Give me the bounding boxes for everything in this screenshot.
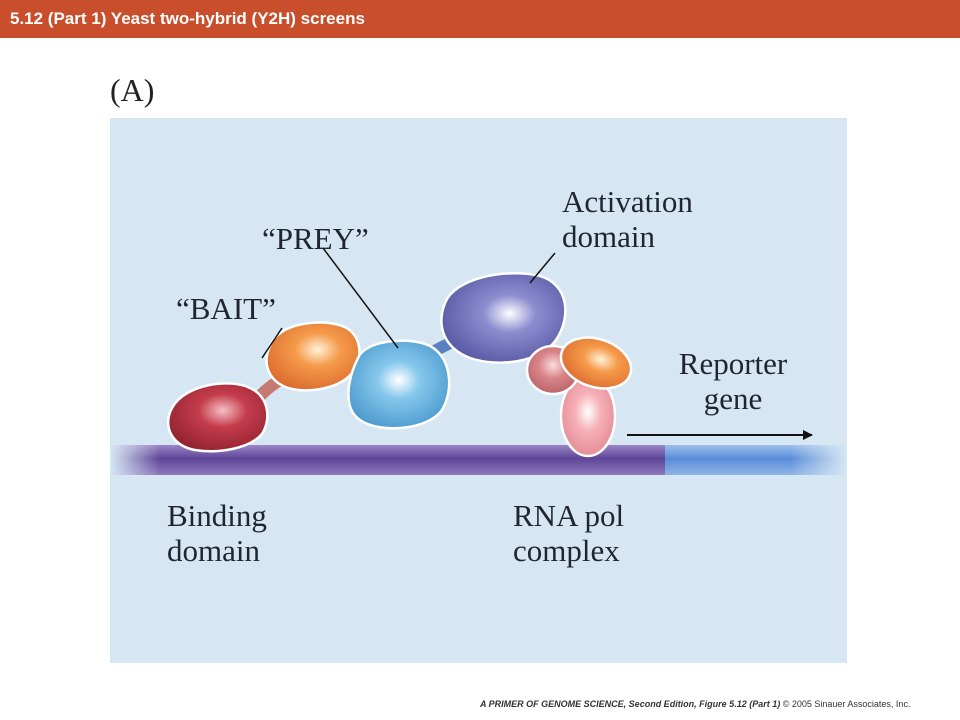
panel-label: (A)	[110, 72, 155, 108]
binding-domain-label-line2: domain	[167, 533, 260, 568]
activation-domain-label-line1: Activation	[562, 184, 693, 219]
prey-leader-line	[322, 247, 399, 349]
slide-title-bar: 5.12 (Part 1) Yeast two-hybrid (Y2H) scr…	[0, 0, 960, 38]
rna-pol-complex-label: RNA pol complex	[513, 498, 624, 568]
rna-pol-top-subunit	[559, 336, 633, 390]
activation-domain-label-line2: domain	[562, 219, 655, 254]
activation-domain-label: Activation domain	[562, 184, 693, 254]
binding-domain-label: Binding domain	[167, 498, 267, 568]
binding-domain-label-line1: Binding	[167, 498, 267, 533]
slide-title: 5.12 (Part 1) Yeast two-hybrid (Y2H) scr…	[10, 9, 365, 28]
bait-leader-line	[261, 327, 283, 359]
reporter-gene-label-line1: Reporter	[678, 346, 788, 381]
figure-panel: Activation domain “PREY” “BAIT” Reporter…	[110, 118, 847, 663]
prey-protein	[347, 339, 451, 430]
bait-protein	[265, 321, 361, 392]
credit-copyright: © 2005 Sinauer Associates, Inc.	[782, 699, 911, 709]
rna-pol-complex-label-line1: RNA pol	[513, 498, 625, 533]
activation-leader-line	[529, 252, 556, 284]
bait-label: “BAIT”	[176, 291, 276, 326]
reporter-gene-label: Reporter gene	[668, 346, 798, 416]
dna-fade-right	[790, 440, 847, 480]
prey-label: “PREY”	[262, 221, 369, 256]
activation-domain-protein	[440, 272, 567, 364]
reporter-gene-label-line2: gene	[703, 381, 763, 416]
figure-credit: A PRIMER OF GENOME SCIENCE, Second Editi…	[480, 699, 910, 709]
credit-source: A PRIMER OF GENOME SCIENCE, Second Editi…	[480, 699, 781, 709]
rna-pol-complex-label-line2: complex	[513, 533, 620, 568]
y2h-diagram	[110, 247, 847, 480]
dna-fade-left	[110, 440, 160, 480]
binding-domain-protein	[166, 382, 269, 453]
